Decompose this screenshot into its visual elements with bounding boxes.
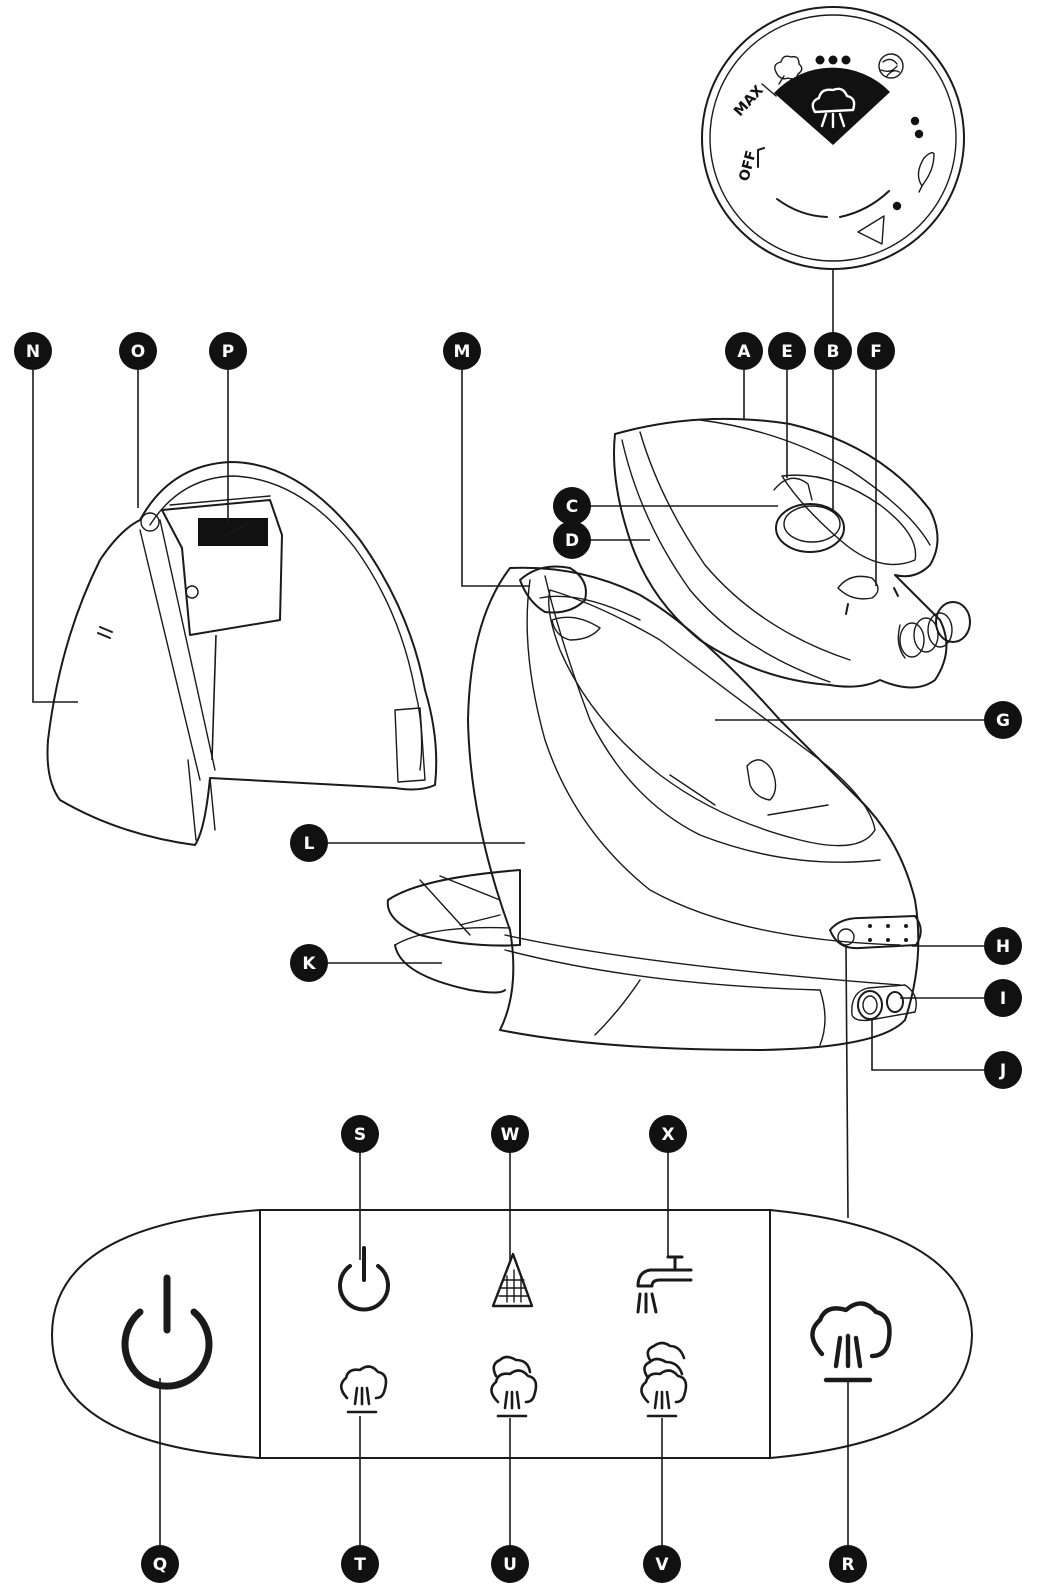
water-tank-illustration xyxy=(46,461,438,846)
iron-cord-connector xyxy=(897,601,971,659)
callout-letter: A xyxy=(737,342,751,362)
callout-r: R xyxy=(829,1545,867,1583)
callout-i: I xyxy=(984,979,1022,1017)
dial-off-label: OFF xyxy=(736,149,759,183)
callout-a: A xyxy=(725,332,763,370)
callout-s: S xyxy=(341,1115,379,1153)
eco-triangle-icon xyxy=(857,215,885,245)
callout-letter: C xyxy=(566,497,578,517)
temperature-dial-detail: OFF MAX xyxy=(701,6,965,340)
callout-letter: G xyxy=(996,711,1010,731)
callout-q: Q xyxy=(141,1545,179,1583)
callout-c: C xyxy=(553,487,591,525)
callout-letter: X xyxy=(661,1125,674,1145)
steam-max-icon xyxy=(811,87,856,129)
callout-letter: R xyxy=(841,1555,854,1575)
callout-letter: Q xyxy=(153,1555,167,1575)
callout-e: E xyxy=(768,332,806,370)
callout-x: X xyxy=(649,1115,687,1153)
callout-b: B xyxy=(814,332,852,370)
callout-letter: J xyxy=(999,1061,1006,1081)
tap-water-icon xyxy=(636,1255,693,1314)
callout-f: F xyxy=(857,332,895,370)
callout-letter: O xyxy=(131,342,145,362)
dial-max-label: MAX xyxy=(731,82,767,119)
leader-lines xyxy=(32,370,984,1548)
callout-letter: T xyxy=(354,1555,366,1575)
callout-w: W xyxy=(491,1115,529,1153)
synthetic-icon xyxy=(878,53,904,79)
callout-letter: V xyxy=(655,1555,669,1575)
soleplate-icon xyxy=(491,1252,534,1308)
standby-icon[interactable] xyxy=(338,1246,390,1312)
steam-boost-icon[interactable] xyxy=(810,1301,892,1383)
steam-low-icon xyxy=(339,1365,388,1414)
callout-h: H xyxy=(984,927,1022,965)
steam-high-icon xyxy=(640,1341,688,1418)
control-panel-detail xyxy=(51,1209,973,1459)
callout-letter: M xyxy=(454,342,471,362)
callout-d: D xyxy=(553,521,591,559)
callout-letter: B xyxy=(827,342,840,362)
callout-letter: I xyxy=(1000,989,1006,1009)
callout-letter: H xyxy=(996,937,1010,957)
three-dots-icon xyxy=(815,55,851,65)
callout-letter: L xyxy=(304,834,315,854)
callout-n: N xyxy=(14,332,52,370)
two-dots-icon xyxy=(910,116,924,139)
callout-v: V xyxy=(643,1545,681,1583)
callout-g: G xyxy=(984,701,1022,739)
callout-letter: U xyxy=(503,1555,517,1575)
callout-badges: N O P M A E B F C D G L K H I J S W X Q … xyxy=(14,332,1022,1583)
base-station-illustration xyxy=(386,565,922,1051)
callout-k: K xyxy=(290,944,328,982)
callout-letter: D xyxy=(565,531,579,551)
callout-l: L xyxy=(290,824,328,862)
callout-m: M xyxy=(443,332,481,370)
iron-illustration xyxy=(613,417,971,689)
one-dot-icon xyxy=(892,201,902,211)
silk-icon xyxy=(917,151,935,193)
callout-letter: F xyxy=(870,342,882,362)
callout-letter: E xyxy=(781,342,793,362)
steam-max-sector xyxy=(774,67,890,145)
callout-letter: P xyxy=(222,342,234,362)
steam-medium-icon xyxy=(490,1355,538,1418)
callout-o: O xyxy=(119,332,157,370)
cotton-icon xyxy=(774,55,803,85)
callout-j: J xyxy=(984,1051,1022,1089)
callout-letter: S xyxy=(354,1125,366,1145)
callout-p: P xyxy=(209,332,247,370)
callout-u: U xyxy=(491,1545,529,1583)
callout-t: T xyxy=(341,1545,379,1583)
callout-letter: W xyxy=(501,1125,520,1145)
callout-letter: N xyxy=(26,342,40,362)
callout-letter: K xyxy=(302,954,316,974)
main-power-icon[interactable] xyxy=(121,1274,213,1390)
